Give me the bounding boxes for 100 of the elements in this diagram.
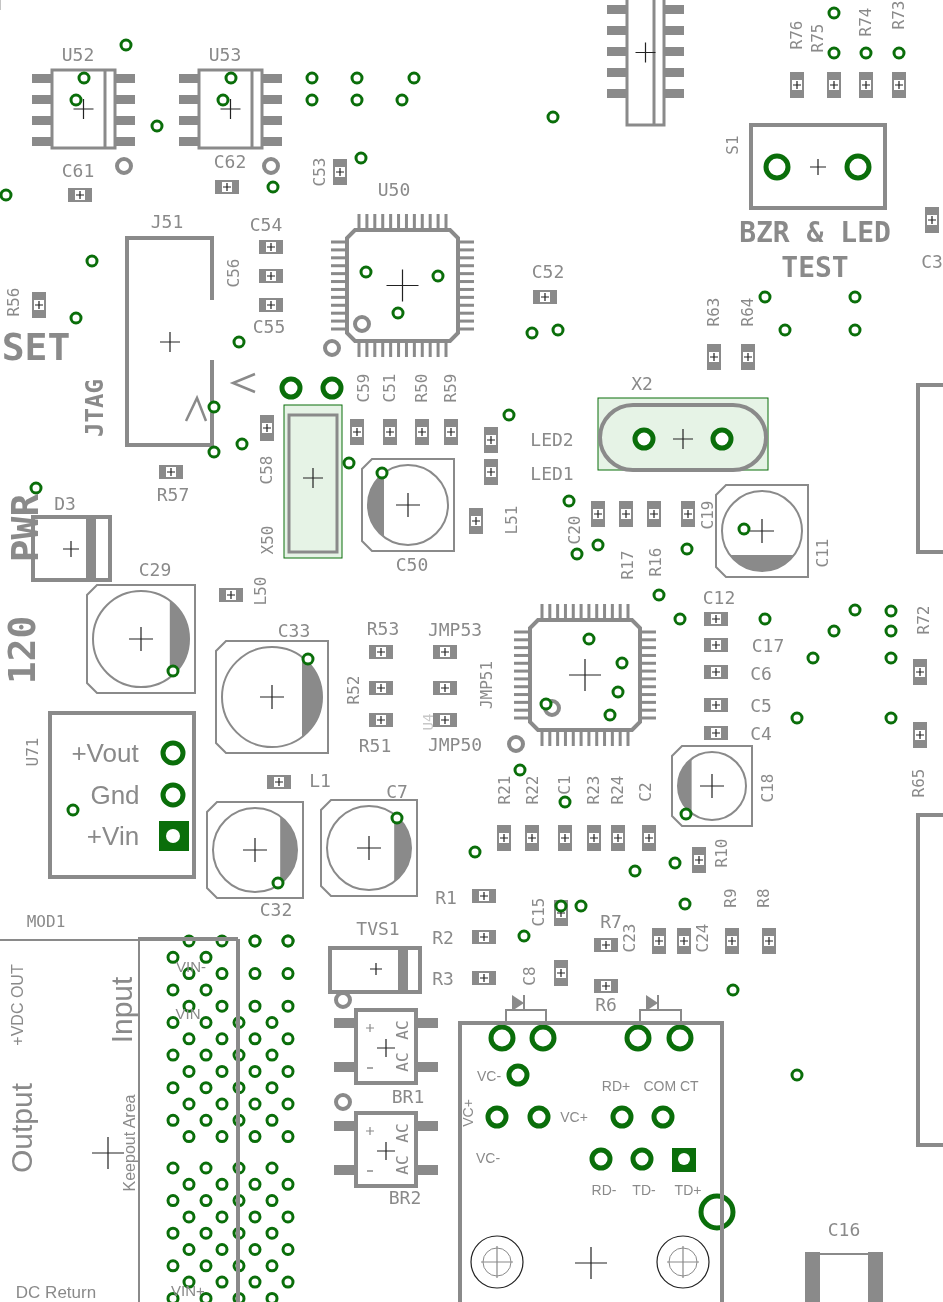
- component-label: AC: [395, 1155, 411, 1175]
- component-label: R50: [414, 373, 430, 403]
- component-label: L50: [253, 576, 269, 606]
- component-label: C6: [750, 665, 772, 683]
- pin-label: +Vout: [71, 740, 139, 766]
- component-label: C20: [567, 515, 583, 545]
- area-label: Keepout Area: [122, 1094, 138, 1192]
- component-label: R65: [911, 768, 927, 798]
- component-label: R74: [858, 7, 874, 37]
- component-label: R3: [432, 970, 454, 988]
- component-label: R59: [443, 373, 459, 403]
- component-label: C1: [557, 775, 573, 795]
- component-label: R2: [432, 929, 454, 947]
- component-label: C56: [226, 258, 242, 288]
- component-label: C4: [750, 725, 772, 743]
- component-label: C32: [259, 901, 293, 919]
- component-label: C29: [138, 561, 172, 579]
- component-label: R1: [435, 889, 457, 907]
- component-label: R7: [600, 913, 622, 931]
- pin-label: TD-: [632, 1183, 656, 1197]
- component-label: C55: [252, 318, 286, 336]
- pin-label: RD+: [601, 1079, 631, 1093]
- pin-label: VC-: [475, 1151, 501, 1165]
- area-label: Input: [107, 976, 137, 1044]
- pin-label: COM CT: [643, 1079, 699, 1093]
- board-marking: JTAG: [83, 379, 107, 437]
- component-label: C54: [249, 216, 283, 234]
- component-label: BR1: [391, 1088, 425, 1106]
- pin-label: TD+: [674, 1183, 702, 1197]
- component-label: R53: [366, 620, 400, 638]
- component-label: LED2: [530, 431, 574, 449]
- component-label: R21: [497, 775, 513, 805]
- component-label: X50: [260, 525, 276, 555]
- component-label: R10: [714, 838, 730, 868]
- component-label: R73: [891, 0, 907, 30]
- component-label: U50: [377, 181, 411, 199]
- component-label: U71: [25, 737, 41, 767]
- area-label: Output: [7, 1082, 37, 1174]
- component-label: C53: [312, 157, 328, 187]
- board-title: BZR & LED TEST: [738, 215, 892, 285]
- component-label: C61: [61, 162, 95, 180]
- component-label: JMP53: [427, 621, 483, 639]
- component-label: C3: [921, 253, 943, 271]
- component-label: MOD1: [26, 914, 66, 930]
- pin-label: VC+: [560, 1110, 588, 1124]
- component-label: R9: [723, 888, 739, 908]
- component-label: R76: [789, 20, 805, 50]
- connector-outline: [458, 1021, 724, 1302]
- component-label: R51: [358, 737, 392, 755]
- component-label: L1: [309, 772, 331, 790]
- component-label: R8: [756, 888, 772, 908]
- component-label: BR2: [388, 1189, 422, 1207]
- component-label: AC: [395, 1020, 411, 1040]
- component-label: JMP51: [479, 660, 495, 710]
- component-label: R16: [648, 547, 664, 577]
- component-label: C15: [531, 897, 547, 927]
- component-label: R24: [610, 775, 626, 805]
- pin-label: Gnd: [90, 782, 140, 808]
- pin-label: VIN: [175, 1005, 201, 1021]
- component-label: LED1: [530, 465, 574, 483]
- component-label: C62: [213, 153, 247, 171]
- component-label: R56: [6, 287, 22, 317]
- component-label: R52: [346, 675, 362, 705]
- module-outline: [48, 711, 196, 879]
- pin-label: VIN+: [171, 1282, 205, 1298]
- component-label: C51: [382, 373, 398, 403]
- component-label: C5: [750, 697, 772, 715]
- component-label: J51: [150, 213, 184, 231]
- component-label: C8: [522, 966, 538, 986]
- component-label: R64: [740, 297, 756, 327]
- component-label: C24: [695, 923, 711, 953]
- component-label: R63: [706, 297, 722, 327]
- component-label: R6: [595, 996, 617, 1014]
- module-area-outline: [138, 937, 238, 1302]
- component-label: C33: [277, 622, 311, 640]
- component-label: C16: [827, 1221, 861, 1239]
- component-label: S1: [725, 135, 741, 155]
- component-label: C58: [259, 455, 275, 485]
- component-label: C23: [622, 923, 638, 953]
- component-label: D3: [54, 495, 76, 513]
- module-area-outline: [0, 939, 240, 1302]
- area-label: +VDC OUT: [10, 964, 26, 1046]
- pin-label: VC-: [476, 1069, 502, 1083]
- component-label: C59: [356, 373, 372, 403]
- component-label: L51: [504, 505, 520, 535]
- component-label: R75: [810, 23, 826, 53]
- component-label: TVS1: [356, 920, 400, 938]
- component-label: JMP50: [427, 736, 483, 754]
- component-label: R57: [156, 486, 190, 504]
- pin-label: VC+: [461, 1099, 475, 1127]
- pin-label: RD-: [591, 1183, 617, 1197]
- component-label: C17: [751, 637, 785, 655]
- component-label: C18: [760, 773, 776, 803]
- board-marking: 120: [3, 615, 41, 685]
- component-label: AC: [395, 1123, 411, 1143]
- component-label: R72: [916, 605, 932, 635]
- area-label: DC Return: [15, 1283, 97, 1301]
- pin-label: VIN-: [176, 958, 206, 974]
- component-label: X2: [631, 375, 653, 393]
- component-label: C19: [700, 500, 716, 530]
